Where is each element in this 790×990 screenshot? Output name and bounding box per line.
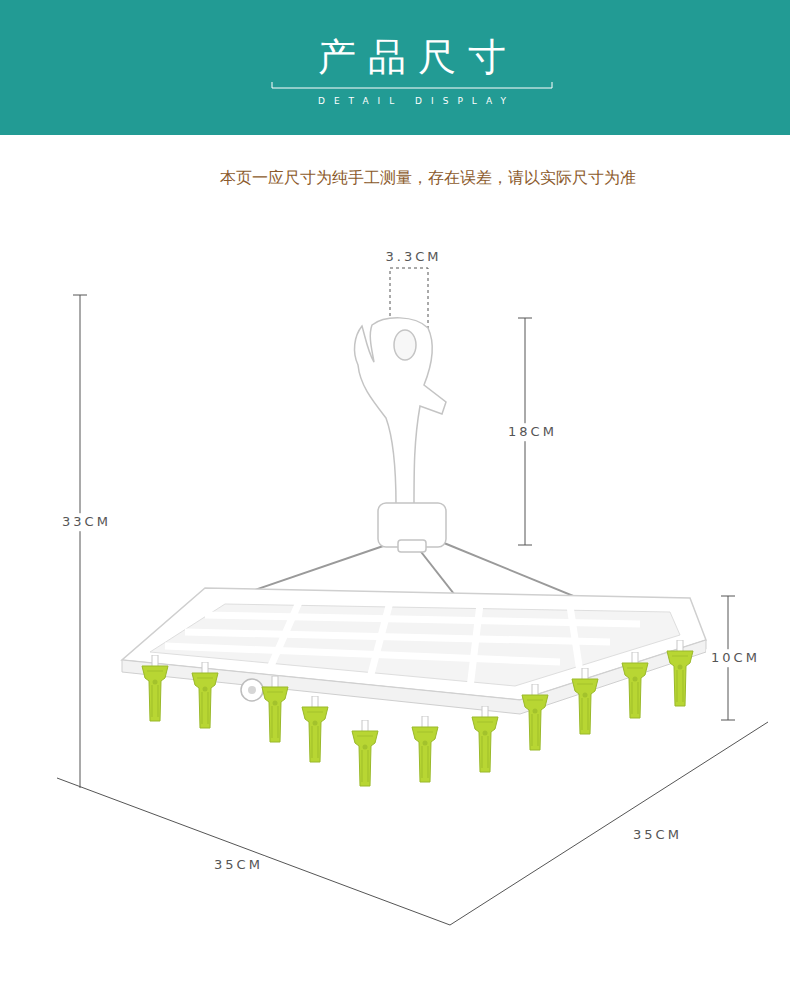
dimension-label: 35CM <box>209 856 265 874</box>
dimension-label: 35CM <box>628 826 684 844</box>
header-rule-tick <box>272 82 273 88</box>
subtitle: DETAIL DISPLAY <box>309 96 515 107</box>
dimension-label: 33CM <box>57 513 113 531</box>
dimension-label: 18CM <box>503 423 559 441</box>
page-title: 产品尺寸 <box>306 35 518 81</box>
front-clips <box>142 640 693 786</box>
dimension-lines <box>57 268 768 925</box>
dimension-label: 3.3CM <box>381 248 444 266</box>
measurement-note: 本页一应尺寸为纯手工测量，存在误差，请以实际尺寸为准 <box>220 168 636 187</box>
dimension-label: 10CM <box>706 649 762 667</box>
header-rule-tick <box>552 82 553 88</box>
hanger-hook <box>355 318 446 552</box>
header-rule <box>272 88 552 89</box>
